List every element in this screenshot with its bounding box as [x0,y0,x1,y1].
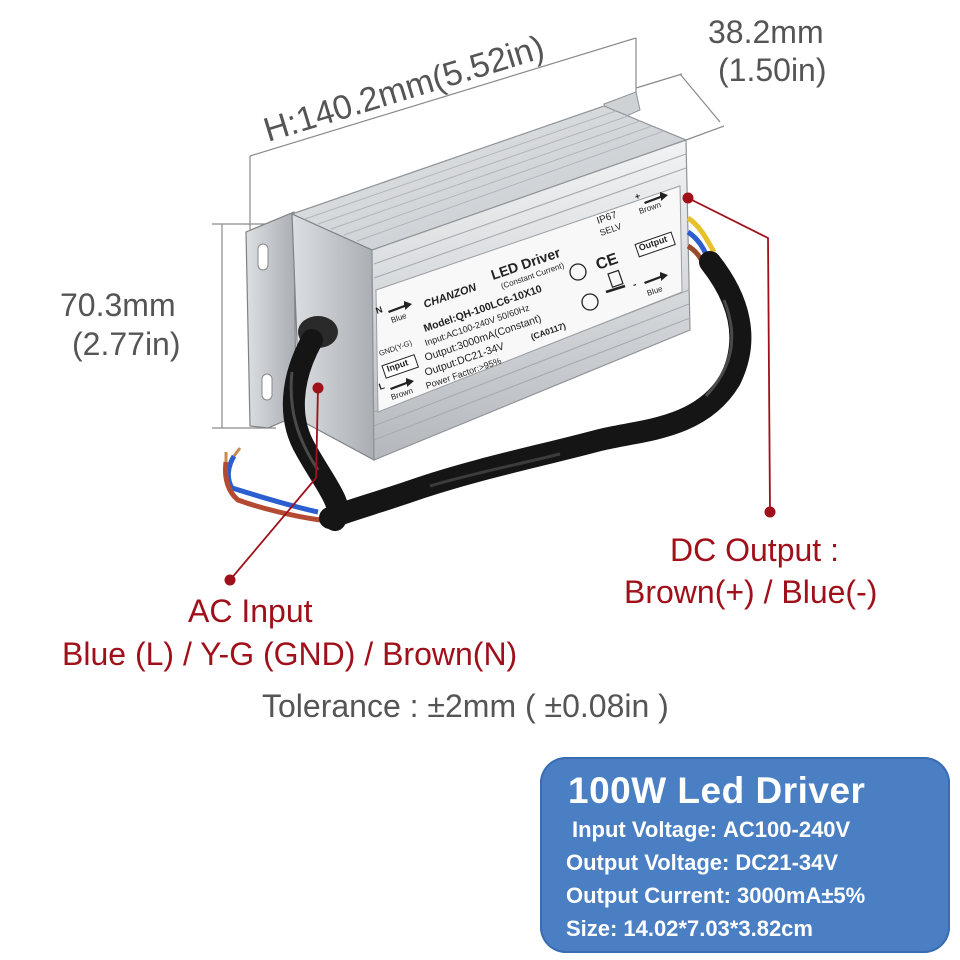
l-arrow-icon [390,378,414,390]
minus-arrow-icon [644,272,668,284]
weee-bin-icon [607,269,624,289]
depth-dimension-in: (1.50in) [718,52,827,88]
certification-circle-icon [569,263,587,281]
dc-output-callout [682,192,776,518]
height-dimension-mm: 70.3mm [60,287,176,323]
dc-output-title: DC Output : [670,532,839,568]
led-driver-device: CHANZON LED Driver (Constant Current) Mo… [245,91,691,462]
dc-output-wires: Brown(+) / Blue(-) [624,574,877,610]
spec-key: Output Current: [566,883,731,908]
spec-value: AC100-240V [723,817,851,842]
spec-row-output-current: Output Current:3000mA±5% [566,879,950,912]
ce-mark-text: CE [594,250,621,273]
output-wire-yellow [686,215,717,254]
plus-label: + [633,191,641,202]
minus-label: - [631,279,638,290]
tolerance-note: Tolerance : ±2mm ( ±0.08in ) [262,688,669,724]
output-cable [319,215,752,529]
ac-input-title: AC Input [188,593,313,629]
n-label: N [374,304,383,316]
spec-row-input-voltage: Input Voltage:AC100-240V [572,813,950,846]
depth-dimension-mm: 38.2mm [708,14,824,50]
ac-input-anchor-dot [224,574,236,586]
ground-symbol-icon [581,293,599,311]
spec-key: Size: [566,916,618,941]
device-label-panel [375,185,683,413]
l-label: L [377,380,386,391]
n-arrow-icon [388,301,412,313]
spec-value: 3000mA±5% [736,883,866,908]
spec-summary-box: 100W Led Driver Input Voltage:AC100-240V… [540,757,950,953]
spec-row-size: Size:14.02*7.03*3.82cm [566,912,950,945]
plus-arrow-icon [644,192,668,204]
dc-output-anchor-dot [764,506,776,518]
input-wire-brown [223,461,321,523]
dimension-lines [212,37,725,429]
spec-title: 100W Led Driver [568,770,866,811]
length-dimension-label: H:140.2mm(5.52in) [259,28,548,149]
output-tag-box [634,231,676,258]
height-dimension-in: (2.77in) [72,326,181,362]
spec-key: Input Voltage: [572,817,718,842]
spec-key: Output Voltage: [566,850,730,875]
ac-input-callout [224,382,324,586]
ac-input-wires: Blue (L) / Y-G (GND) / Brown(N) [62,636,517,672]
input-wire-blue [225,454,319,515]
spec-row-output-voltage: Output Voltage:DC21-34V [566,846,950,879]
spec-value: DC21-34V [735,850,839,875]
input-tag-box [381,354,419,379]
spec-value: 14.02*7.03*3.82cm [623,916,813,941]
dc-output-pointer-dot [682,192,694,204]
ac-input-pointer-dot [312,382,324,394]
